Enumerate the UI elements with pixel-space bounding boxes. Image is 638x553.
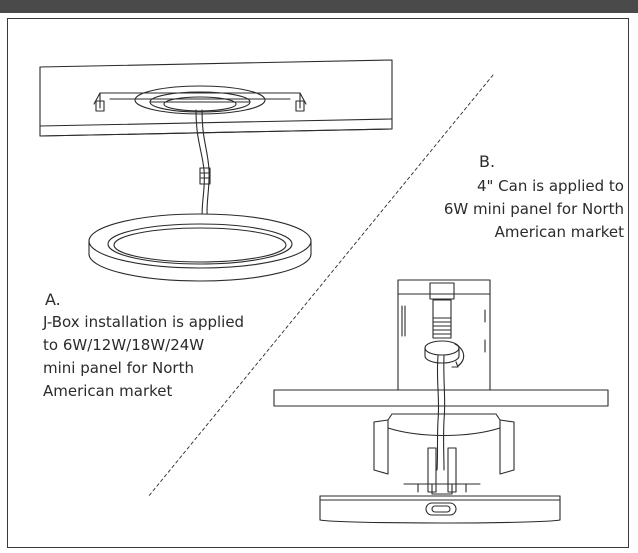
section-b-line-1: 4" Can is applied to xyxy=(476,177,624,195)
divider-line xyxy=(147,74,494,498)
can-wire-drawing xyxy=(436,355,446,471)
section-b-letter: B. xyxy=(479,152,496,171)
section-b-line-3: American market xyxy=(494,223,624,241)
section-a-letter: A. xyxy=(45,290,61,309)
can-panel-drawing xyxy=(319,413,561,524)
section-b-line-2: 6W mini panel for North xyxy=(443,200,624,218)
section-a-line-4: American market xyxy=(43,382,173,400)
section-a-line-3: mini panel for North xyxy=(43,359,194,377)
mini-panel-drawing xyxy=(88,213,312,282)
connecting-wire-drawing xyxy=(195,109,211,226)
top-bar xyxy=(0,0,638,13)
section-a-line-2: to 6W/12W/18W/24W xyxy=(43,336,205,354)
ceiling-board-drawing xyxy=(273,389,609,407)
socket-adapter-drawing xyxy=(424,317,465,368)
section-a-line-1: J-Box installation is applied xyxy=(43,313,245,331)
mounting-bracket-drawing xyxy=(93,85,307,115)
